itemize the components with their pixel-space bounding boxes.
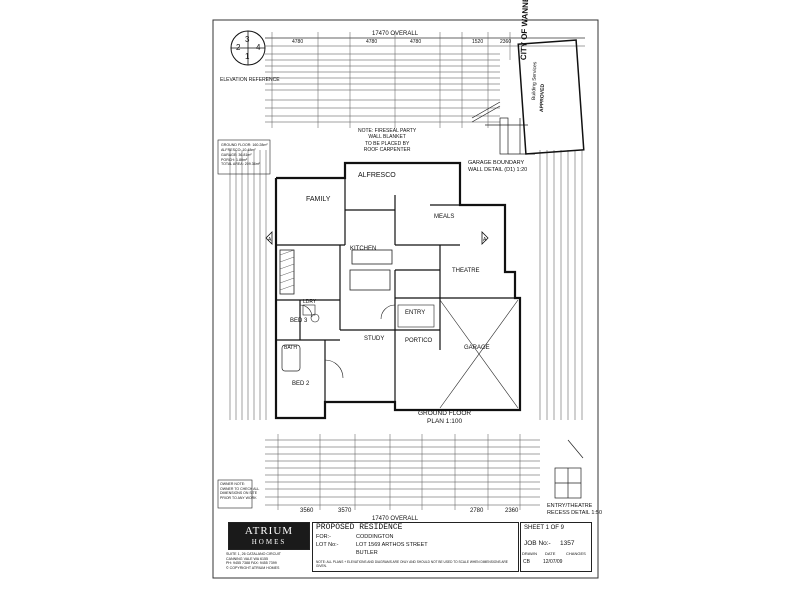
room-kitchen: KITCHEN <box>350 246 377 252</box>
compass-number-bottom: 1 <box>245 52 250 61</box>
lot-label: LOT No:- <box>316 542 339 548</box>
area-garage: GARAGE: 36.81m² <box>221 152 252 157</box>
top-dim-5: 2360 <box>500 39 512 45</box>
entry-theatre-detail-label: ENTRY/THEATRE RECESS DETAIL 1:50 <box>547 503 602 516</box>
detail-scale: WALL DETAIL (D1) 1:20 <box>468 166 528 173</box>
elevation-reference-label: ELEVATION REFERENCE <box>220 77 280 83</box>
col-date: DATE <box>545 551 556 556</box>
svg-text:A: A <box>483 237 487 243</box>
room-laundry: LDRY <box>303 299 317 305</box>
section-marker-a: A <box>265 231 273 245</box>
owner-note-line: PRIOR TO ANY WORK <box>220 495 257 500</box>
detail-title: ENTRY/THEATRE <box>547 503 593 509</box>
firewall-note: NOTE: FIRESEAL PARTY WALL BLANKET TO BE … <box>358 128 416 153</box>
val-date: 12/07/09 <box>543 559 563 565</box>
approval-stamp <box>517 39 585 155</box>
section-marker-a-right: A <box>481 231 489 245</box>
firewall-note-line: ROOF CARPENTER <box>363 146 411 153</box>
owner-note-title: OWNER NOTE: <box>220 482 246 486</box>
address-line: © COPYRIGHT ATRIUM HOMES <box>226 566 280 571</box>
val-drawn: CB <box>523 559 530 565</box>
svg-text:A: A <box>268 237 272 243</box>
top-dim-2: 4780 <box>366 39 378 45</box>
room-entry: ENTRY <box>405 310 426 316</box>
owner-note-line: OWNER TO CHECK ALL <box>220 486 260 491</box>
detail-scale: RECESS DETAIL 1:50 <box>547 509 603 516</box>
project-title: PROPOSED RESIDENCE <box>316 523 403 532</box>
suburb: BUTLER <box>356 550 378 556</box>
overall-dimension-bottom: 17470 OVERALL <box>372 516 419 522</box>
area-alfresco: ALFRESCO: 10.48m² <box>221 147 256 152</box>
top-dim-3: 4780 <box>410 39 422 45</box>
col-drawn: DRAWN <box>522 551 537 556</box>
address-line: SUITE 1, 26 CATALANO CIRCUIT <box>226 552 281 556</box>
firewall-note-line: WALL BLANKET <box>368 134 406 141</box>
stamp-approved: APPROVED <box>539 83 546 113</box>
address-line: CANNING VALE WA 6155 <box>226 556 268 561</box>
ground-floor-plan-label: GROUND FLOOR PLAN 1:100 <box>418 410 471 426</box>
lot-value: LOT 1569 ARTHOS STREET <box>356 542 428 548</box>
job-label: JOB No:- <box>524 540 551 547</box>
detail-title: GARAGE BOUNDARY <box>468 160 525 166</box>
overall-dimension-top: 17470 OVERALL <box>372 31 419 37</box>
garage-boundary-detail-label: GARAGE BOUNDARY WALL DETAIL (D1) 1:20 <box>468 160 527 173</box>
room-theatre: THEATRE <box>452 268 480 274</box>
area-total: TOTAL AREA: 209.36m² <box>221 162 260 167</box>
owner-note: OWNER NOTE: OWNER TO CHECK ALL DIMENSION… <box>220 482 259 500</box>
room-bed3: BED 3 <box>290 318 308 324</box>
compass-marker <box>230 30 266 66</box>
top-dim-4: 1520 <box>472 39 484 45</box>
compass-number-left: 2 <box>236 43 241 52</box>
address-line: PH: 9455 7388 FAX: 9455 7399 <box>226 561 277 566</box>
firewall-note-line: TO BE PLACED BY <box>364 140 410 147</box>
area-schedule: GROUND FLOOR: 160.28m² ALFRESCO: 10.48m²… <box>221 143 268 167</box>
logo-bottom-text: HOMES <box>251 538 287 546</box>
plan-title: GROUND FLOOR <box>418 410 472 417</box>
room-bath: BATH <box>284 345 297 351</box>
room-garage: GARAGE <box>464 345 490 351</box>
bottom-dim-3: 2780 <box>470 508 484 514</box>
sheet-number: SHEET 1 OF 9 <box>524 525 564 531</box>
room-study: STUDY <box>364 336 385 342</box>
compass-number-right: 4 <box>256 43 261 52</box>
room-bed2: BED 2 <box>292 381 310 387</box>
room-meals: MEALS <box>434 214 455 220</box>
job-value: 1357 <box>560 540 575 547</box>
recess-detail <box>554 439 584 499</box>
col-changes: CHANGES <box>566 551 586 556</box>
project-title-block <box>312 522 519 572</box>
sheet-border <box>212 19 599 579</box>
room-portico: PORTICO <box>405 338 433 344</box>
boundary-wall-detail <box>471 101 535 155</box>
firewall-note-line: NOTE: FIRESEAL PARTY <box>358 128 417 134</box>
owner-note-line: DIMENSIONS ON SITE <box>220 491 258 496</box>
bottom-dim-2: 3570 <box>338 508 352 514</box>
top-dim-1: 4780 <box>292 39 304 45</box>
logo-top-text: ATRIUM <box>244 525 294 537</box>
for-label: FOR:- <box>316 534 331 540</box>
sheet-info-block <box>520 522 592 572</box>
compass-number-top: 3 <box>245 35 250 44</box>
plan-scale: PLAN 1:100 <box>427 417 463 425</box>
scale-note: NOTE: ALL PLANS + ELEVATIONS AND DIAGRAM… <box>316 560 508 568</box>
area-porch: PORCH: 1.80m² <box>221 157 248 162</box>
room-family: FAMILY <box>306 196 331 203</box>
room-alfresco: ALFRESCO <box>358 172 396 179</box>
atrium-logo: ATRIUM HOMES <box>228 522 310 550</box>
area-ground-floor: GROUND FLOOR: 160.28m² <box>221 143 268 147</box>
bottom-dim-1: 3560 <box>300 508 314 514</box>
for-value: CODDINGTON <box>356 534 394 540</box>
bottom-dim-4: 2360 <box>505 508 519 514</box>
company-address: SUITE 1, 26 CATALANO CIRCUIT CANNING VAL… <box>226 552 281 571</box>
